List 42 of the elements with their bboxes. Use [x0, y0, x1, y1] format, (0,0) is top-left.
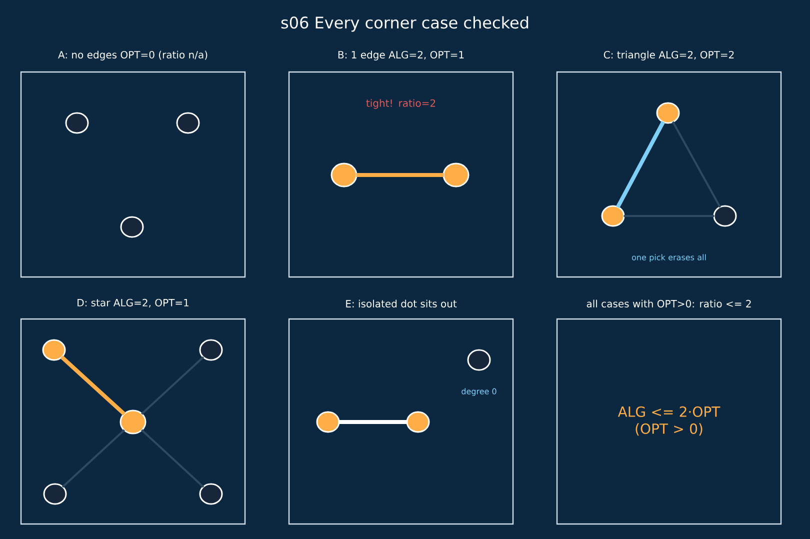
panel-heading: B: 1 edge ALG=2, OPT=1 [338, 50, 464, 60]
graph-vertex [43, 483, 67, 505]
graph-vertex [120, 410, 146, 434]
graph-vertex [601, 205, 625, 227]
graph-vertex [176, 112, 200, 134]
graph-edge [672, 121, 722, 208]
graph-vertex [65, 112, 89, 134]
graph-edge [356, 173, 444, 177]
formula-text: ALG <= 2·OPT (OPT > 0) [618, 406, 720, 436]
graph-vertex [330, 162, 358, 188]
panel-frame [288, 318, 514, 525]
panel-heading: D: star ALG=2, OPT=1 [78, 298, 188, 308]
graph-edge [616, 120, 666, 208]
panel-frame [20, 318, 246, 525]
panel-frame [288, 71, 514, 278]
graph-vertex [406, 411, 430, 433]
graph-vertex [42, 339, 66, 361]
panel-frame [556, 318, 782, 525]
graph-edge [140, 429, 204, 488]
graph-edge [60, 355, 126, 416]
graph-edge [624, 215, 714, 217]
panel-heading: C: triangle ALG=2, OPT=2 [604, 50, 734, 60]
graph-edge [140, 356, 204, 415]
panel-frame [20, 71, 246, 278]
panel-frame [556, 71, 782, 278]
graph-vertex [442, 162, 470, 188]
panel-note: one pick erases all [632, 254, 706, 262]
panel-note: tight! ratio=2 [366, 99, 436, 109]
panel-heading: all cases with OPT>0: ratio <= 2 [586, 300, 751, 308]
title: s06 Every corner case checked [281, 16, 528, 32]
graph-vertex [656, 102, 680, 124]
panel-heading: E: isolated dot sits out [346, 300, 457, 308]
graph-vertex [316, 411, 340, 433]
graph-vertex [120, 216, 144, 238]
graph-edge [62, 429, 126, 488]
graph-vertex [467, 349, 491, 371]
vertex-caption: degree 0 [462, 388, 496, 396]
graph-vertex [199, 483, 223, 505]
panel-heading: A: no edges OPT=0 (ratio n/a) [58, 50, 208, 60]
graph-vertex [199, 339, 223, 361]
graph-vertex [713, 205, 737, 227]
graph-edge [338, 420, 408, 424]
